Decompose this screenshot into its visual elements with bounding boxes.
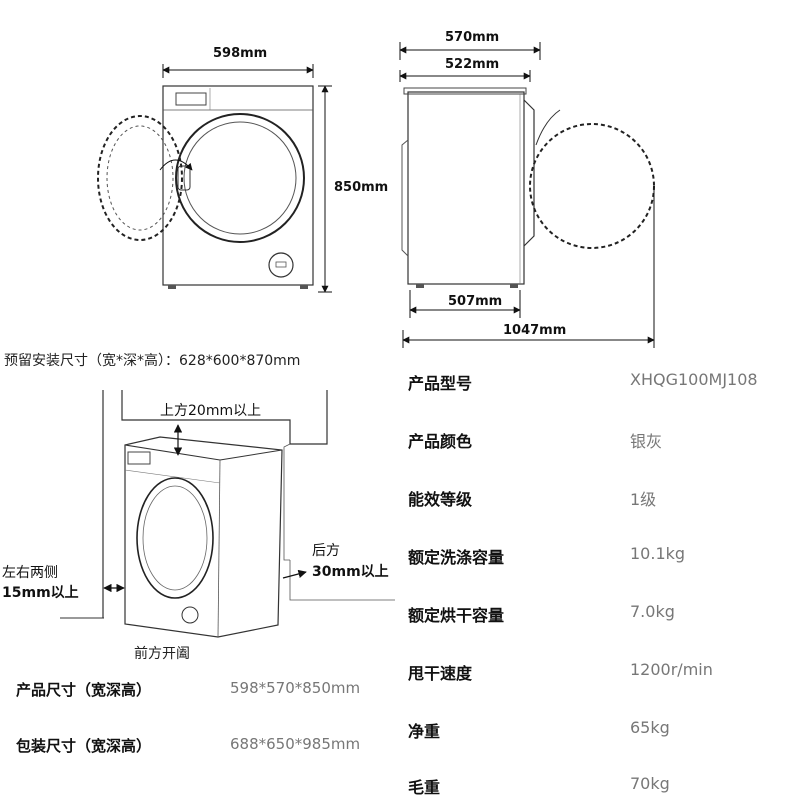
spec-net-weight-value: 65kg [630, 718, 670, 737]
spec-energy-label: 能效等级 [408, 490, 473, 509]
spec-gross-weight-value: 70kg [630, 774, 670, 793]
spec-color-value: 银灰 [630, 432, 663, 451]
spec-energy-value: 1级 [630, 490, 657, 509]
product-size-value: 598*570*850mm [230, 679, 361, 697]
product-size-label: 产品尺寸（宽深高） [16, 681, 152, 699]
back-clearance-note-line1: 后方 [312, 543, 340, 559]
package-size-value: 688*650*985mm [230, 735, 361, 753]
spec-wash-capacity-label: 额定洗涤容量 [408, 548, 505, 567]
side-body-depth-label: 522mm [445, 57, 500, 72]
top-clearance-note: 上方20mm以上 [160, 403, 262, 419]
package-size-label: 包装尺寸（宽深高） [16, 737, 152, 755]
front-open-note: 前方开阖 [134, 646, 190, 662]
back-clearance-note-line2: 30mm以上 [312, 564, 389, 580]
spec-gross-weight-label: 毛重 [408, 778, 441, 797]
side-door-open-depth-label: 1047mm [503, 323, 567, 338]
side-total-depth-label: 570mm [445, 30, 500, 45]
reserved-install-size: 预留安装尺寸（宽*深*高）：628*600*870mm [4, 353, 301, 369]
spec-model-value: XHQG100MJ108 [630, 370, 758, 389]
spec-model-label: 产品型号 [408, 374, 473, 393]
spec-dry-capacity-label: 额定烘干容量 [408, 606, 505, 625]
spec-dry-capacity-value: 7.0kg [630, 602, 675, 621]
spec-net-weight-label: 净重 [408, 722, 441, 741]
front-width-label: 598mm [213, 46, 268, 61]
front-view-drawing [97, 64, 332, 293]
install-view-drawing [60, 390, 395, 638]
side-view-drawing [399, 42, 655, 348]
spec-spin-speed-label: 甩干速度 [408, 664, 473, 683]
front-height-label: 850mm [334, 180, 389, 195]
side-base-depth-label: 507mm [448, 294, 503, 309]
spec-spin-speed-value: 1200r/min [630, 660, 713, 679]
side-clearance-note-line1: 左右两侧 [2, 565, 58, 581]
side-clearance-note-line2: 15mm以上 [2, 585, 79, 601]
spec-color-label: 产品颜色 [408, 432, 473, 451]
spec-wash-capacity-value: 10.1kg [630, 544, 686, 563]
